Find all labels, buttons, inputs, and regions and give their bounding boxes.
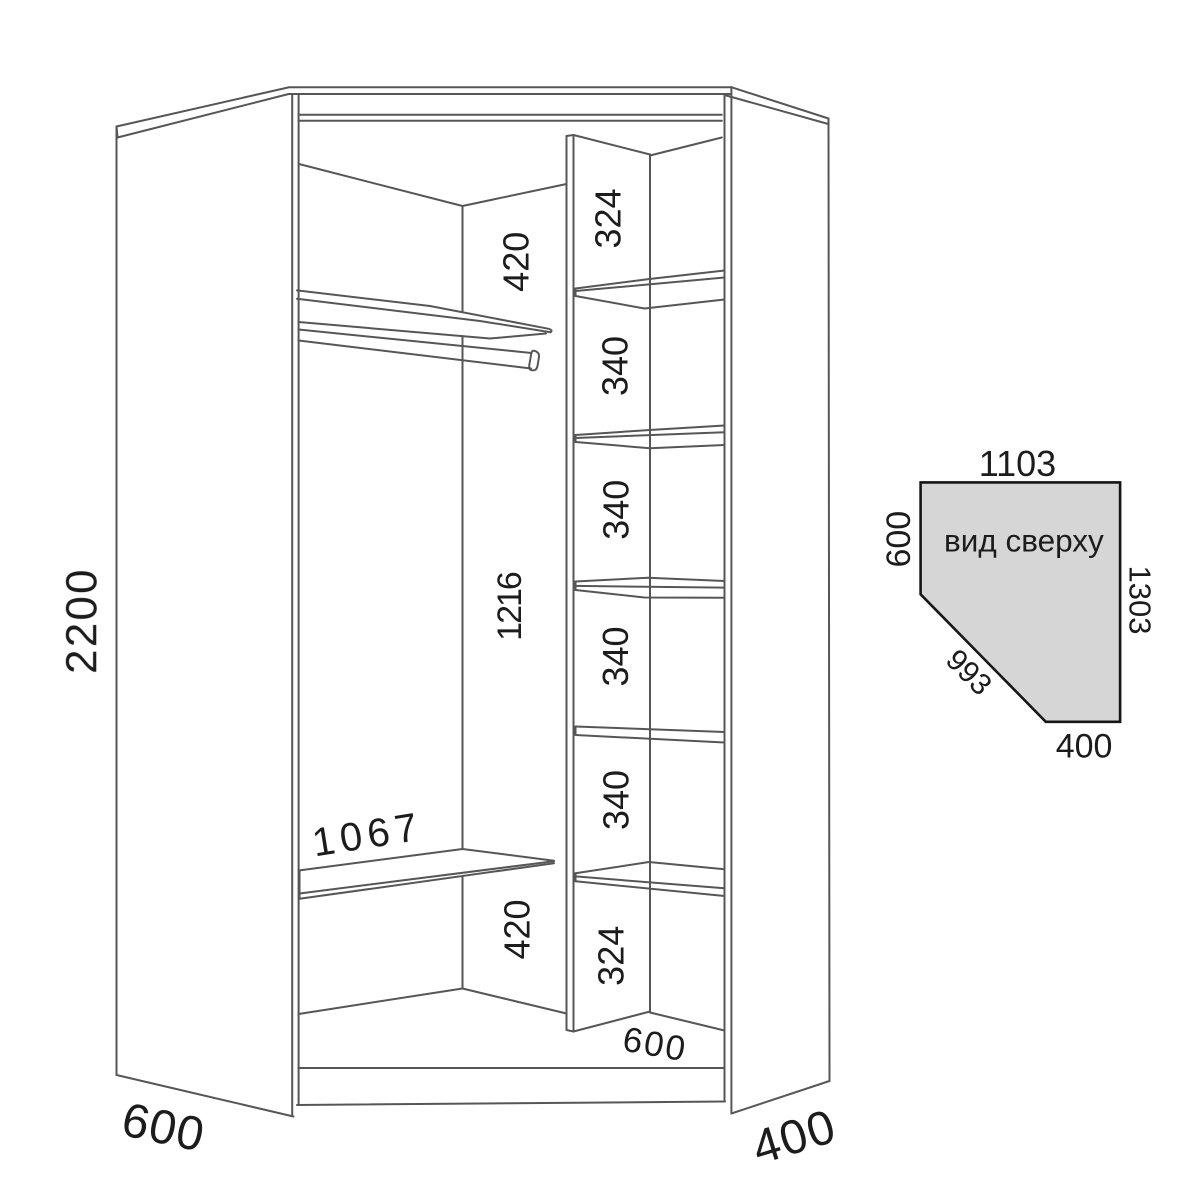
svg-text:1303: 1303 [1123,566,1158,635]
svg-text:324: 324 [590,926,631,986]
svg-text:1103: 1103 [979,443,1056,484]
svg-text:324: 324 [587,188,628,248]
svg-text:420: 420 [497,899,538,959]
svg-text:340: 340 [596,480,637,540]
svg-text:600: 600 [880,511,918,568]
svg-text:420: 420 [496,232,537,292]
svg-text:340: 340 [595,626,636,686]
svg-text:400: 400 [1056,728,1113,766]
svg-text:340: 340 [595,336,636,396]
svg-text:вид сверху: вид сверху [944,523,1104,559]
svg-text:1216: 1216 [491,572,529,641]
svg-text:2200: 2200 [57,567,106,674]
svg-text:340: 340 [595,770,636,830]
